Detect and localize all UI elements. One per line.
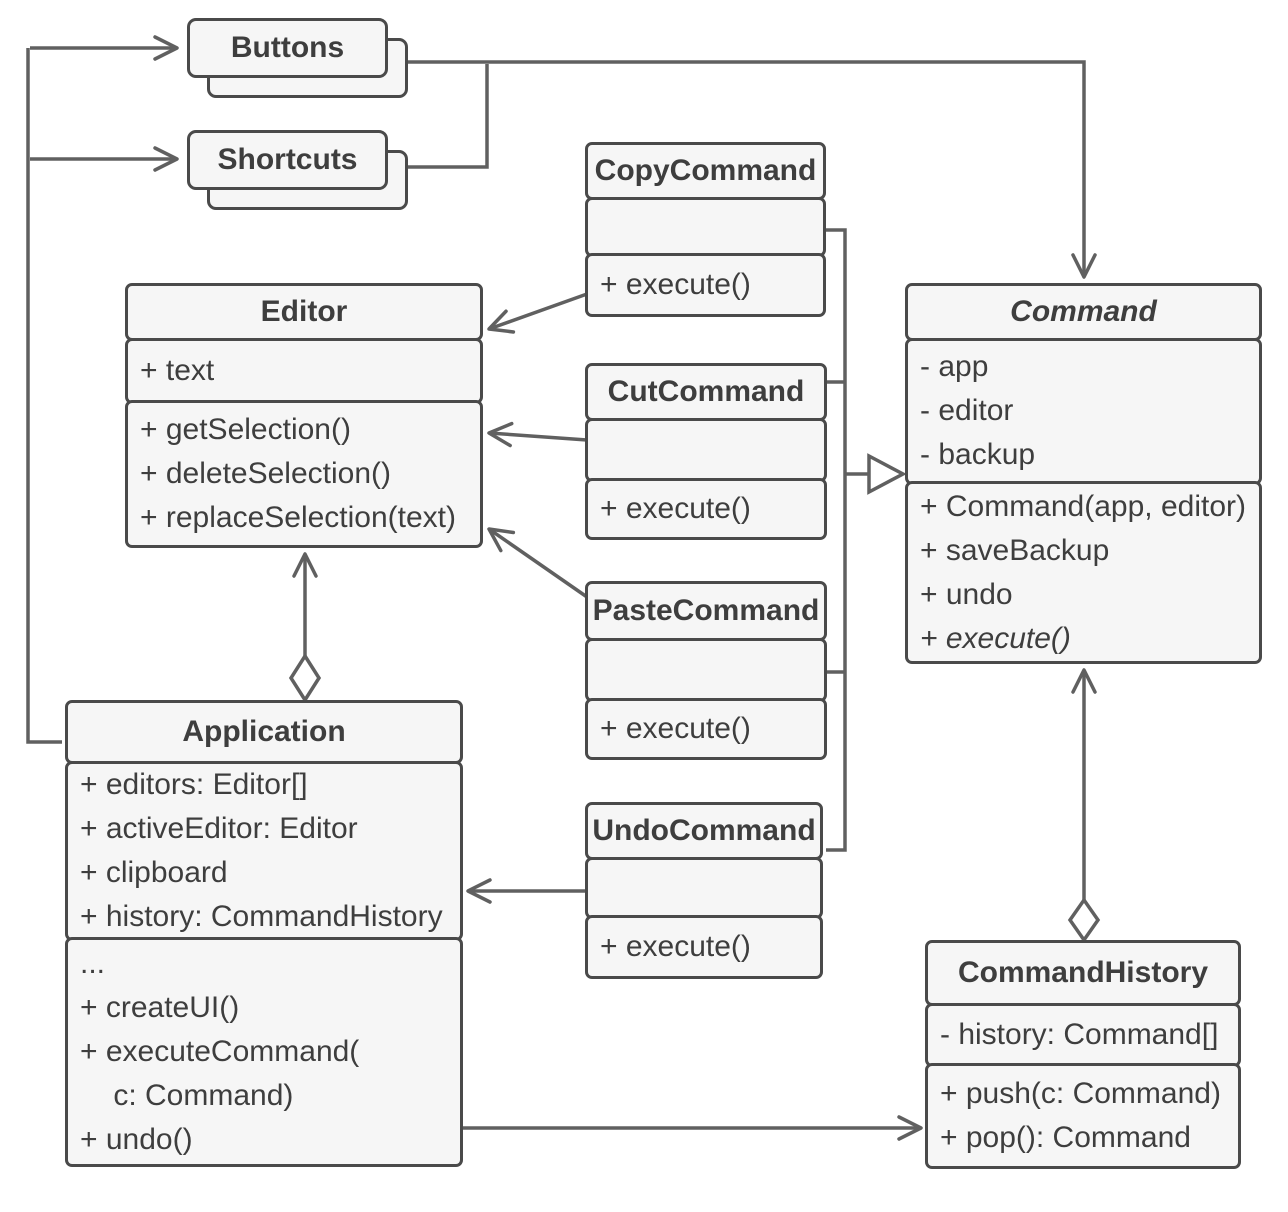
class-undocommand-methods: + execute() <box>585 915 823 979</box>
method-line: + saveBackup <box>920 533 1110 567</box>
class-cutcommand-methods: + execute() <box>585 478 827 540</box>
attribute-line: + editors: Editor[] <box>80 767 308 801</box>
class-command: Command - app - editor - backup + Comman… <box>905 283 1262 664</box>
class-copycommand: CopyCommand + execute() <box>585 142 826 317</box>
method-line: ... <box>80 947 106 980</box>
method-line: + getSelection() <box>140 413 351 446</box>
class-buttons-title: Buttons <box>230 31 345 64</box>
attribute-line: + history: CommandHistory <box>80 899 443 933</box>
attribute-line: - history: Command[] <box>940 1017 1219 1051</box>
method-line: + push(c: Command) <box>940 1077 1221 1110</box>
method-line: + execute() <box>600 712 751 745</box>
attribute-line: - backup <box>920 438 1036 471</box>
class-copycommand-title: CopyCommand <box>585 142 826 200</box>
class-shortcuts: Shortcuts <box>187 130 388 190</box>
assoc-shortcuts-join <box>408 64 489 169</box>
assoc-buttons-command-arrow <box>408 60 1097 279</box>
attribute-line: + text <box>140 353 215 387</box>
class-commandhistory-methods: + push(c: Command) + pop(): Command <box>925 1063 1241 1169</box>
method-line: + executeCommand( <box>80 1035 360 1068</box>
method-line: + deleteSelection() <box>140 457 391 490</box>
class-application-title: Application <box>65 700 463 764</box>
method-line: + undo <box>920 577 1013 611</box>
class-pastecommand-methods: + execute() <box>585 698 827 760</box>
method-line: + execute() <box>600 492 751 525</box>
class-command-title: Command <box>905 283 1262 341</box>
attribute-line: - editor <box>920 394 1014 427</box>
method-line: + createUI() <box>80 991 240 1024</box>
class-commandhistory-attributes: - history: Command[] <box>925 1002 1241 1067</box>
class-pastecommand: PasteCommand + execute() <box>585 581 827 760</box>
assoc-application-left-spine <box>26 48 62 744</box>
assoc-pastecommand-editor-arrow <box>487 527 588 599</box>
class-editor: Editor + text + getSelection() + deleteS… <box>125 283 483 548</box>
class-editor-title: Editor <box>125 283 483 341</box>
class-undocommand: UndoCommand + execute() <box>585 802 823 979</box>
class-pastecommand-title: PasteCommand <box>585 581 827 641</box>
attribute-line: - app <box>920 350 989 383</box>
aggregation-commandhistory-diamond <box>1067 896 1101 944</box>
attribute-line: + clipboard <box>80 855 228 889</box>
class-cutcommand: CutCommand + execute() <box>585 363 827 540</box>
class-command-methods: + Command(app, editor) + saveBackup + un… <box>905 481 1262 664</box>
method-line: + replaceSelection(text) <box>140 501 456 534</box>
class-undocommand-title: UndoCommand <box>585 802 823 860</box>
class-application-attributes: + editors: Editor[] + activeEditor: Edit… <box>65 760 463 941</box>
class-shortcuts-title: Shortcuts <box>217 143 358 176</box>
class-commandhistory: CommandHistory - history: Command[] + pu… <box>925 940 1241 1169</box>
method-line: + pop(): Command <box>940 1121 1191 1154</box>
class-editor-methods: + getSelection() + deleteSelection() + r… <box>125 400 483 548</box>
aggregation-application-diamond <box>288 652 322 704</box>
generalization-triangle <box>867 453 907 495</box>
class-undocommand-attributes <box>585 856 823 919</box>
class-application: Application + editors: Editor[] + active… <box>65 700 463 1167</box>
class-pastecommand-attributes <box>585 637 827 702</box>
method-line: c: Command) <box>80 1079 294 1112</box>
class-copycommand-attributes <box>585 196 826 257</box>
method-line: + execute() <box>600 930 751 963</box>
method-line: + undo() <box>80 1123 193 1156</box>
assoc-copycommand-editor-arrow <box>487 292 588 334</box>
abstract-method-line: + execute() <box>920 621 1071 655</box>
class-cutcommand-title: CutCommand <box>585 363 827 421</box>
generalization-spine <box>826 228 847 852</box>
method-line: + execute() <box>600 268 751 301</box>
method-line: + Command(app, editor) <box>920 489 1246 523</box>
class-cutcommand-attributes <box>585 417 827 482</box>
assoc-cutcommand-editor-arrow <box>487 421 588 448</box>
class-copycommand-methods: + execute() <box>585 253 826 317</box>
class-commandhistory-title: CommandHistory <box>925 940 1241 1006</box>
class-buttons: Buttons <box>187 18 388 78</box>
class-application-methods: ... + createUI() + executeCommand( c: Co… <box>65 937 463 1167</box>
attribute-line: + activeEditor: Editor <box>80 811 358 845</box>
class-editor-attributes: + text <box>125 337 483 404</box>
class-command-attributes: - app - editor - backup <box>905 337 1262 485</box>
